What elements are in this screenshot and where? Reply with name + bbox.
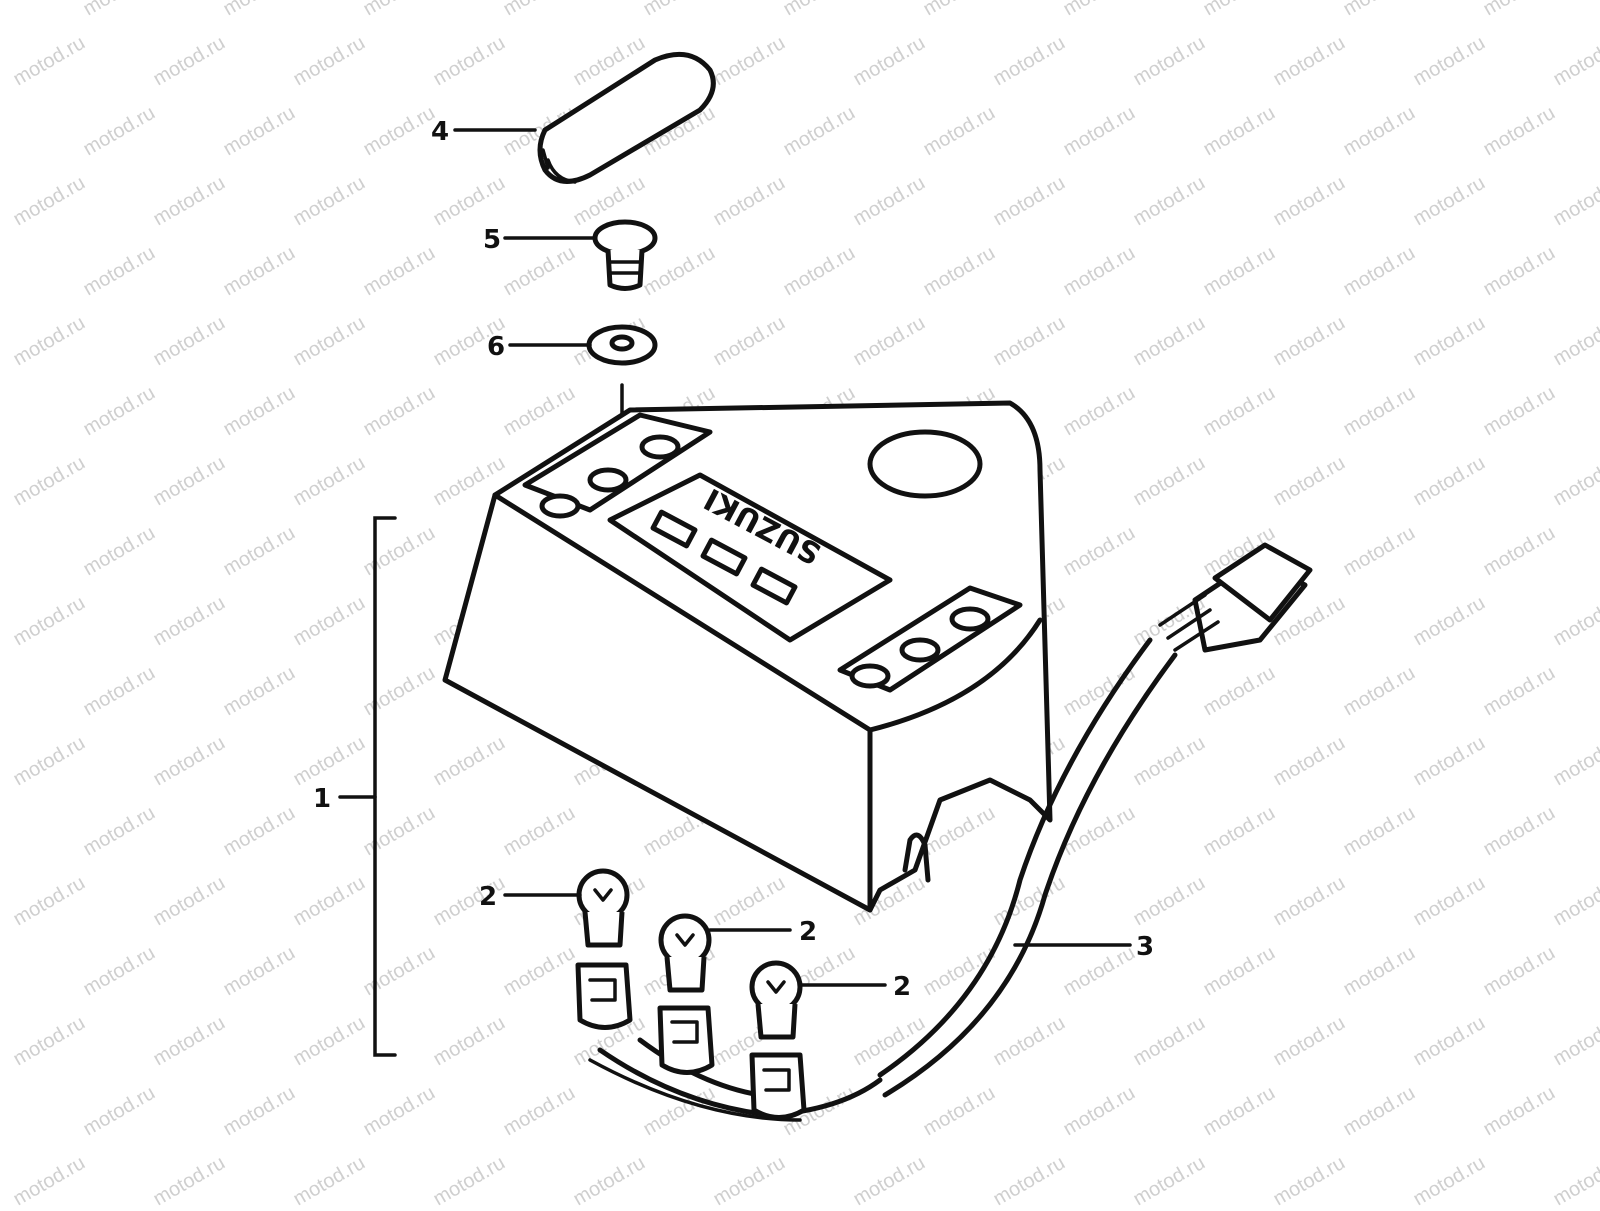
callout-2a: 2 bbox=[478, 882, 498, 912]
part-indicator-housing: SUZUKI bbox=[442, 400, 1053, 913]
part-wiring-harness bbox=[588, 542, 1313, 1122]
callout-6: 6 bbox=[486, 332, 506, 362]
part-bulb-2 bbox=[657, 913, 715, 1075]
callout-4: 4 bbox=[430, 117, 450, 147]
callout-1: 1 bbox=[312, 784, 332, 814]
part-washer bbox=[586, 324, 658, 366]
callout-3: 3 bbox=[1135, 932, 1155, 962]
callout-2c: 2 bbox=[892, 972, 912, 1002]
part-bulb-3 bbox=[749, 960, 807, 1120]
part-screw bbox=[592, 219, 658, 291]
bracket-part-1 bbox=[373, 516, 397, 1057]
part-cover-cap bbox=[537, 51, 716, 184]
part-bulb-1 bbox=[575, 868, 633, 1030]
callout-5: 5 bbox=[482, 225, 502, 255]
callout-2b: 2 bbox=[798, 917, 818, 947]
